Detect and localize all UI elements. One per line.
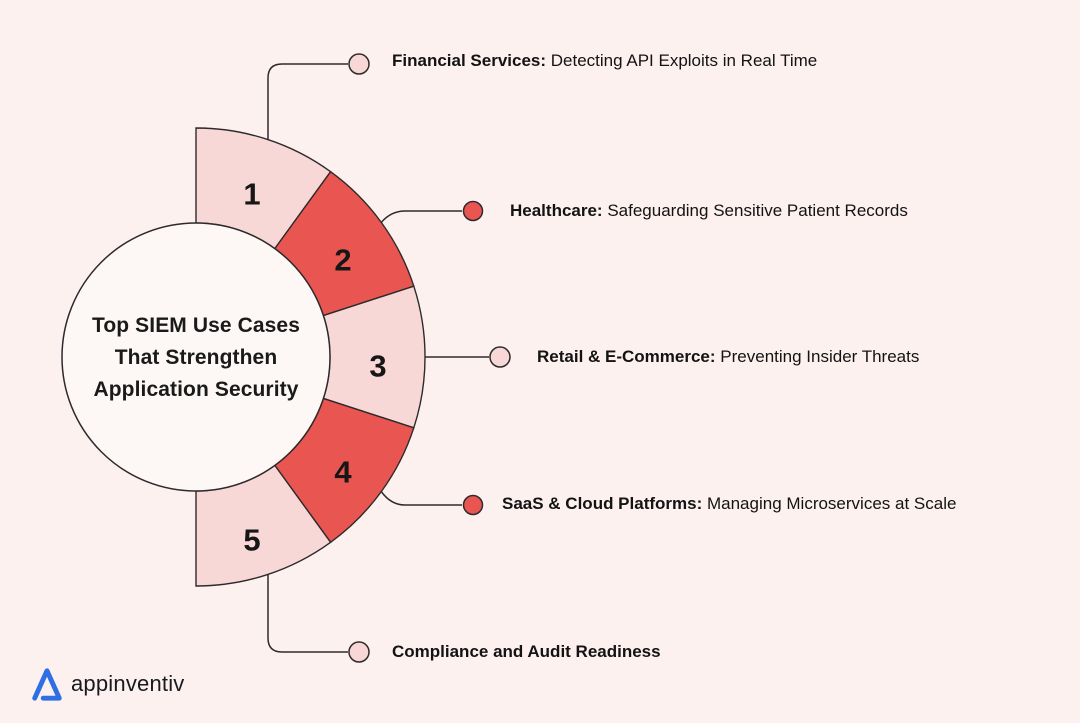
- segment-number-2: 2: [334, 243, 351, 278]
- callout-label-healthcare: Healthcare: Safeguarding Sensitive Patie…: [510, 201, 908, 221]
- connector-dot-2: [462, 200, 484, 222]
- diagram-title-line-3: Application Security: [93, 378, 299, 401]
- connector-2: [380, 210, 462, 223]
- callout-label-lead: Financial Services:: [392, 51, 547, 70]
- segment-number-4: 4: [334, 455, 352, 490]
- segment-number-5: 5: [243, 523, 260, 558]
- diagram-title-line-1: Top SIEM Use Cases: [92, 314, 300, 337]
- callout-label-retail-ecommerce: Retail & E-Commerce: Preventing Insider …: [537, 347, 919, 367]
- connector-4: [380, 491, 462, 506]
- callout-label-rest: Detecting API Exploits in Real Time: [546, 51, 818, 70]
- diagram-title: Top SIEM Use Cases That Strengthen Appli…: [61, 310, 331, 406]
- diagram-title-line-2: That Strengthen: [114, 346, 278, 369]
- connector-dot-1: [348, 53, 370, 75]
- callout-label-rest: Safeguarding Sensitive Patient Records: [602, 201, 908, 220]
- appinventiv-logo-text: appinventiv: [71, 671, 185, 696]
- callout-label-lead: SaaS & Cloud Platforms:: [502, 494, 703, 513]
- callout-label-lead: Compliance and Audit Readiness: [392, 642, 661, 661]
- connector-dot-5: [348, 641, 370, 663]
- connector-1: [267, 63, 348, 140]
- center-circle: [61, 222, 331, 492]
- connector-5: [267, 574, 348, 653]
- callout-label-lead: Healthcare:: [510, 201, 603, 220]
- callout-label-financial-services: Financial Services: Detecting API Exploi…: [392, 51, 817, 71]
- segment-number-1: 1: [243, 177, 260, 212]
- callout-label-rest: Preventing Insider Threats: [715, 347, 920, 366]
- callout-label-compliance: Compliance and Audit Readiness: [392, 642, 661, 662]
- appinventiv-logo: appinventiv: [30, 666, 185, 702]
- connector-dot-4: [462, 494, 484, 516]
- callout-label-rest: Managing Microservices at Scale: [702, 494, 957, 513]
- segment-number-3: 3: [369, 349, 386, 384]
- appinventiv-a-icon: [32, 668, 62, 701]
- callout-label-saas-cloud: SaaS & Cloud Platforms: Managing Microse…: [502, 494, 956, 514]
- connector-dot-3: [489, 346, 511, 368]
- callout-label-lead: Retail & E-Commerce:: [537, 347, 716, 366]
